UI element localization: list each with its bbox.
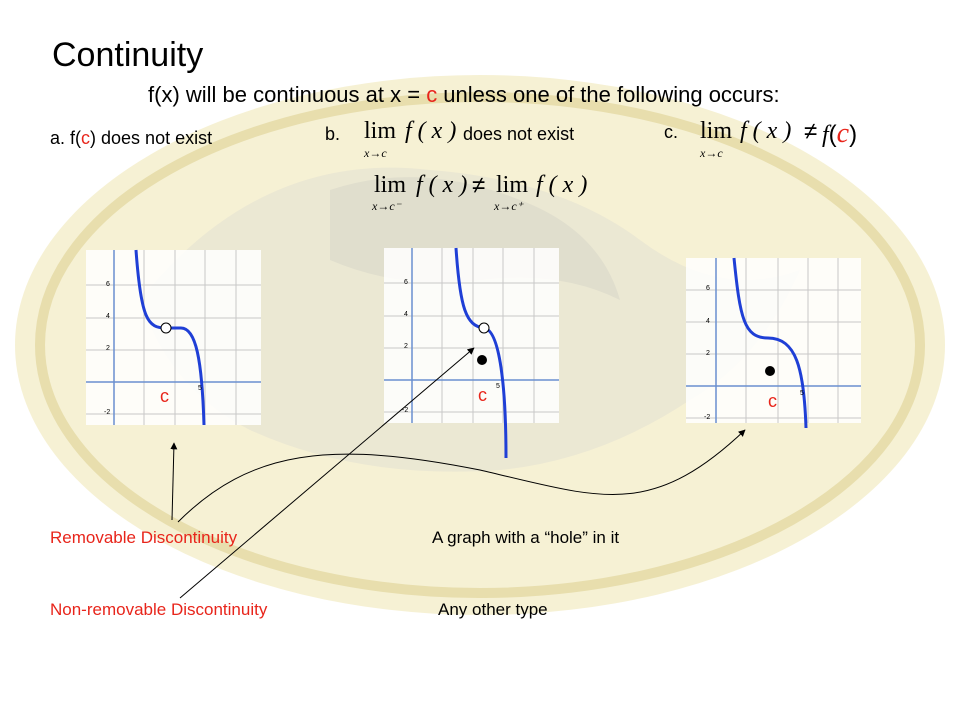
graph-c bbox=[686, 257, 861, 429]
graph-c-c-label: c bbox=[768, 391, 777, 411]
case-b-fx: f ( x ) bbox=[405, 118, 457, 144]
graph-c-ytick-6: 6 bbox=[706, 285, 710, 292]
case-a-suffix: ) does not exist bbox=[90, 128, 213, 148]
subtitle-c: c bbox=[426, 82, 438, 107]
case-b-lim-sub: x→c bbox=[364, 146, 387, 160]
graph-a-xtick-5: 5 bbox=[198, 385, 202, 392]
case-b-label: b. bbox=[325, 124, 341, 144]
graph-b-ytick-6: 6 bbox=[404, 279, 408, 286]
case-a: a. f(c) does not exist bbox=[50, 128, 212, 149]
graph-a-ytick-6: 6 bbox=[106, 281, 110, 288]
nonremovable-label: Non-removable Discontinuity bbox=[50, 600, 268, 619]
graph-c-ytick-2: 2 bbox=[706, 350, 710, 357]
case-b-left-sub: x→c⁻ bbox=[372, 199, 401, 213]
case-c-c: c bbox=[836, 118, 850, 149]
subtitle-suffix: unless one of the following occurs: bbox=[437, 82, 780, 107]
graph-c-ytick-4: 4 bbox=[706, 318, 710, 325]
case-c-lim-sub: x→c bbox=[700, 146, 723, 160]
case-b-lim: lim bbox=[364, 118, 397, 144]
graph-a-ytick-4: 4 bbox=[106, 313, 110, 320]
graph-a-ytick-2: 2 bbox=[106, 345, 110, 352]
graph-b-ytick-neg2: -2 bbox=[402, 407, 409, 414]
graph-a-ytick-neg2: -2 bbox=[104, 409, 111, 416]
slide-subtitle: f(x) will be continuous at x = c unless … bbox=[148, 82, 780, 108]
case-a-c: c bbox=[81, 128, 91, 148]
graph-b bbox=[384, 247, 559, 459]
graph-b-ytick-4: 4 bbox=[404, 311, 408, 318]
nonremovable-description: Any other type bbox=[438, 600, 548, 619]
graph-c-xtick-5: 5 bbox=[800, 390, 804, 397]
removable-description: A graph with a “hole” in it bbox=[432, 528, 620, 547]
case-c-label: c. bbox=[664, 122, 679, 142]
case-c-f: f bbox=[822, 122, 829, 148]
case-a-label: a. bbox=[50, 128, 66, 148]
arrow-removable-to-graph-a bbox=[170, 442, 178, 521]
case-b-right-fx: f ( x ) bbox=[536, 172, 588, 198]
graph-c-ytick-neg2: -2 bbox=[704, 414, 711, 421]
arrow-removable-to-graph-c bbox=[177, 429, 746, 523]
case-c-lim: lim bbox=[700, 118, 733, 144]
slide-title: Continuity bbox=[52, 36, 204, 74]
case-a-prefix: f( bbox=[70, 128, 82, 148]
graph-a bbox=[86, 249, 261, 426]
graph-a-c-label: c bbox=[160, 386, 169, 406]
removable-label: Removable Discontinuity bbox=[50, 528, 238, 547]
case-b-tail: does not exist bbox=[463, 124, 575, 144]
arrow-nonremovable-to-graph-b bbox=[179, 347, 475, 599]
graph-b-xtick-5: 5 bbox=[496, 383, 500, 390]
case-c-fc: f(c) bbox=[822, 118, 858, 149]
case-b-right-lim: lim bbox=[496, 172, 529, 198]
subtitle-prefix: f(x) will be continuous at x = bbox=[148, 82, 427, 107]
case-b-left-lim: lim bbox=[374, 172, 407, 198]
graph-b-c-label: c bbox=[478, 385, 487, 405]
case-b-right-sub: x→c⁺ bbox=[494, 199, 523, 213]
case-b-left-fx: f ( x ) bbox=[416, 172, 468, 198]
case-c-fx: f ( x ) bbox=[740, 118, 792, 144]
graph-b-ytick-2: 2 bbox=[404, 343, 408, 350]
case-c-neq: ≠ bbox=[804, 118, 818, 145]
case-b-neq: ≠ bbox=[472, 172, 486, 199]
